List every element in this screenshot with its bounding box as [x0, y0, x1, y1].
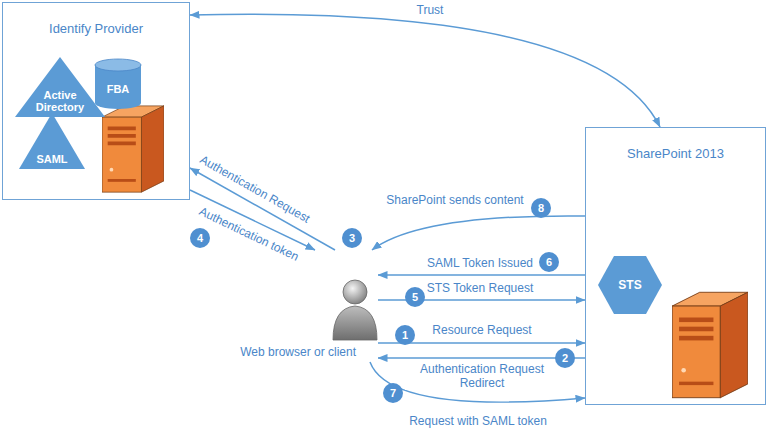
callout-number: 2	[555, 348, 575, 368]
edge-label: SAML Token Issued	[425, 256, 535, 270]
edge-label: STS Token Request	[425, 281, 536, 295]
edge-label: SharePoint sends content	[384, 193, 525, 207]
sts-hexagon: STS	[598, 256, 662, 314]
edge-label: Request with SAML token	[407, 414, 549, 428]
saml-triangle: SAML	[19, 113, 85, 169]
cylinder-body	[95, 65, 141, 109]
provider-panel: Identify ProviderActive Directory FBA SAML	[2, 2, 190, 200]
person-icon	[333, 280, 377, 340]
triangle-fill	[15, 57, 105, 117]
callout-number: 3	[342, 228, 362, 248]
shape-label: FBA	[107, 83, 130, 95]
callout-number: 6	[539, 252, 559, 272]
edge-label: Resource Request	[430, 323, 533, 337]
flow-arrow	[378, 274, 585, 276]
shape-label: Active Directory	[32, 89, 88, 113]
flow-arrow	[378, 357, 585, 359]
flow-arrow	[190, 14, 660, 127]
server-icon	[102, 106, 164, 192]
sharepoint-panel: SharePoint 2013STS	[585, 127, 766, 405]
edge-label: Authentication Request Redirect	[405, 362, 559, 390]
hexagon-fill	[598, 256, 662, 314]
callout-number: 5	[405, 287, 425, 307]
flow-arrow	[372, 216, 585, 250]
server-icon	[672, 292, 748, 397]
flow-arrow	[370, 362, 585, 402]
callout-number: 8	[531, 198, 551, 218]
shape-label: STS	[618, 278, 641, 292]
panel-title: Identify Provider	[49, 21, 143, 36]
cylinder-top	[95, 59, 141, 71]
client-caption: Web browser or client	[240, 345, 356, 359]
panel-title: SharePoint 2013	[627, 146, 724, 161]
database-cylinder: FBA	[95, 59, 141, 109]
client-node: Web browser or client	[226, 250, 378, 362]
callout-number: 4	[190, 228, 210, 248]
edge-label: Trust	[415, 3, 446, 17]
callout-number: 7	[383, 383, 403, 403]
shape-label: SAML	[36, 153, 67, 165]
directory-triangle: Active Directory	[15, 57, 105, 117]
callout-number: 1	[395, 325, 415, 345]
triangle-fill	[19, 113, 85, 169]
